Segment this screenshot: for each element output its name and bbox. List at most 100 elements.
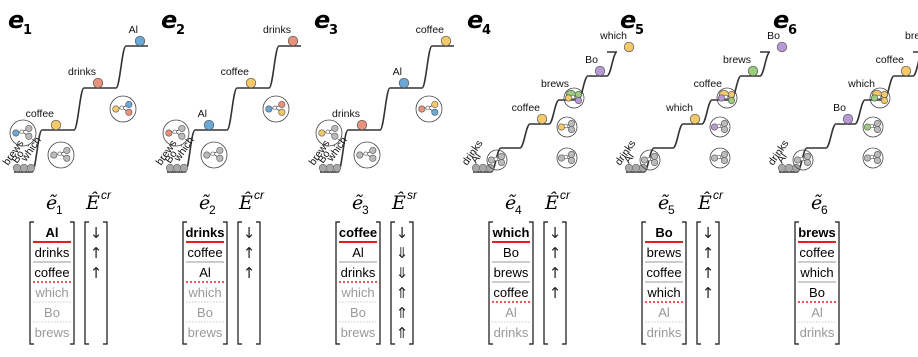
stack-ball <box>179 163 189 173</box>
cluster-outline <box>9 119 37 147</box>
arrow-bracket-right <box>562 221 567 345</box>
arrow-bracket-left <box>84 221 89 345</box>
E-hat-symbol: Ê <box>697 191 712 214</box>
stack-ball <box>26 163 36 173</box>
stack-ball <box>631 163 641 173</box>
cluster-outline <box>862 116 884 138</box>
staircase <box>626 51 771 173</box>
staircase <box>14 45 148 173</box>
cluster-node <box>497 153 505 161</box>
cluster-node <box>869 154 875 160</box>
table-cell: drinks <box>800 325 835 340</box>
arrow-bracket-left <box>696 221 701 345</box>
step-word-label: Bo <box>585 54 598 66</box>
direction-arrow: ↑ <box>243 264 256 282</box>
panel-title-index: 2 <box>176 23 185 38</box>
cluster-node <box>25 132 33 140</box>
cluster-diagram <box>563 87 585 109</box>
cluster-diagram <box>639 149 661 171</box>
direction-arrow: ↑ <box>243 244 256 262</box>
cluster-diagram <box>556 116 578 138</box>
direction-arrow: ↓ <box>549 224 562 242</box>
cluster-node <box>873 126 881 134</box>
direction-arrow: ⇑ <box>396 304 409 322</box>
panel-title-letter: e <box>620 6 636 34</box>
cluster-outline <box>262 95 290 123</box>
tilde-e-symbol: ẽ <box>46 192 57 214</box>
step-word-label: drinks <box>263 24 291 36</box>
cluster-node <box>431 108 439 116</box>
direction-arrow: ↓ <box>396 224 409 242</box>
E-hat-symbol: Ê <box>544 191 559 214</box>
cluster-node <box>19 129 24 134</box>
cluster-diagram <box>862 116 884 138</box>
panel-title-letter: e <box>773 6 789 34</box>
cluster-node <box>646 156 652 162</box>
arrow-bracket-left <box>237 221 242 345</box>
tilde-e-symbol: ẽ <box>658 192 669 214</box>
table-cell: Al <box>505 305 517 320</box>
cluster-node <box>125 108 133 116</box>
cluster-node <box>418 105 426 113</box>
tilde-e-symbol: ẽ <box>352 192 363 214</box>
step-word-label: which <box>665 102 693 114</box>
step-word-label: coffee <box>416 24 445 36</box>
staircase <box>473 51 618 173</box>
cluster-node <box>727 97 735 105</box>
step-word-label: coffee <box>26 108 55 120</box>
token-ball <box>536 113 548 125</box>
cluster-node <box>564 94 572 102</box>
cluster-node <box>331 132 339 140</box>
cluster-node <box>716 154 722 160</box>
step-word-label: which <box>599 30 627 42</box>
step-word-label: Bo <box>833 102 846 114</box>
cluster-node <box>720 126 728 134</box>
cluster-node <box>727 91 735 99</box>
panel-title-index: 5 <box>635 23 644 38</box>
panel-title-letter: e <box>8 6 24 34</box>
arrow-bracket-right <box>715 221 720 345</box>
cluster-outline <box>200 141 228 169</box>
panel-title-letter: e <box>161 6 177 34</box>
cluster-node <box>880 97 888 105</box>
step-word-label: which <box>847 78 875 90</box>
tilde-e-subscript: 5 <box>668 203 675 217</box>
table-cell: coffee <box>493 285 528 300</box>
table-cell: drinks <box>494 325 529 340</box>
step-word-label: coffee <box>876 54 905 66</box>
cluster-node <box>557 154 565 162</box>
table-cell: which <box>34 285 68 300</box>
cluster-diagram <box>869 87 891 109</box>
cluster-node <box>567 126 575 134</box>
cluster-node <box>12 129 20 137</box>
table-cell: which <box>799 265 833 280</box>
cluster-node <box>331 124 339 132</box>
table-cell: Al <box>658 305 670 320</box>
cluster-node <box>803 159 811 167</box>
cluster-node <box>870 94 878 102</box>
E-hat-superscript: sr <box>407 188 418 202</box>
cluster-diagram <box>9 119 37 147</box>
panel-title-letter: e <box>314 6 330 34</box>
matrix-bracket-left <box>29 221 34 345</box>
token-ball <box>689 113 701 125</box>
cluster-node <box>203 151 211 159</box>
cluster-node <box>557 123 565 131</box>
cluster-node <box>567 157 575 165</box>
direction-arrow: ↓ <box>702 224 715 242</box>
cluster-outline <box>869 87 891 109</box>
E-hat-symbol: Ê <box>238 191 253 214</box>
arrow-bracket-left <box>390 221 395 345</box>
cluster-node <box>873 120 881 128</box>
cluster-node <box>720 157 728 165</box>
matrix-bracket-left <box>794 221 799 345</box>
table-cell: Bo <box>350 305 366 320</box>
cluster-node <box>570 94 576 100</box>
cluster-node <box>431 100 439 108</box>
cluster-node <box>563 123 569 129</box>
cluster-node <box>720 120 728 128</box>
step-word-label: coffee <box>221 66 250 78</box>
